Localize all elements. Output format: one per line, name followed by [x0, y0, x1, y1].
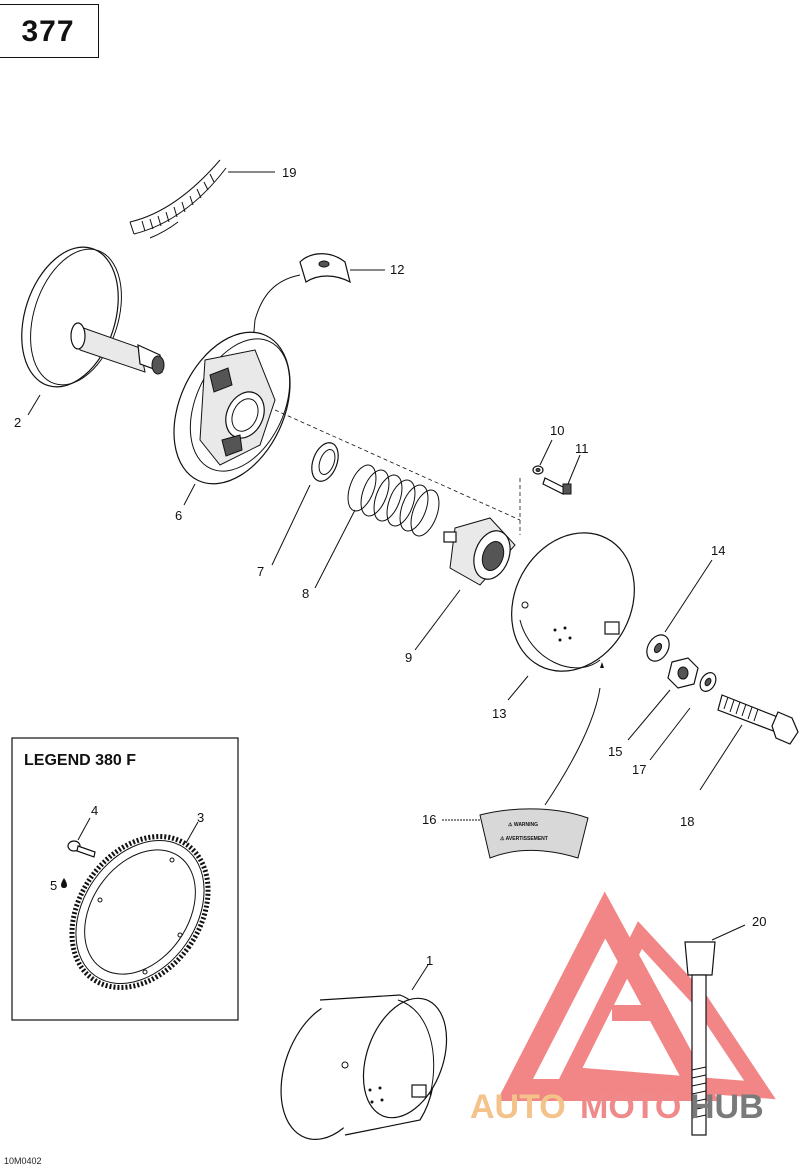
- part-20-puller-bolt: [684, 924, 746, 1136]
- svg-text:HUB: HUB: [690, 1088, 764, 1126]
- part-3-ring-gear: [69, 821, 211, 990]
- page-number: 377: [21, 15, 75, 48]
- callout-1: 1: [426, 953, 433, 968]
- part-13-cover: [507, 532, 635, 701]
- callout-5: 5: [50, 878, 57, 893]
- callout-4: 4: [91, 803, 98, 818]
- part-15-nut: [627, 657, 699, 741]
- assembly-axis-line: [274, 409, 521, 521]
- callout-9: 9: [405, 650, 412, 665]
- callout-11: 11: [575, 441, 589, 456]
- callout-6: 6: [175, 508, 182, 523]
- part-9-cam: [414, 517, 516, 651]
- svg-text:AUTO: AUTO: [470, 1088, 566, 1126]
- svg-text:⚠ AVERTISSEMENT: ⚠ AVERTISSEMENT: [500, 836, 548, 842]
- callout-8: 8: [302, 586, 309, 601]
- legend-380f-box: LEGEND 380 F: [11, 737, 239, 1021]
- svg-text:⚠ WARNING: ⚠ WARNING: [508, 822, 538, 828]
- part-19-drive-belt: [129, 159, 275, 239]
- part-16-warning-label: ⚠ WARNING ⚠ AVERTISSEMENT: [442, 687, 601, 859]
- page-number-box: 377: [0, 4, 99, 58]
- callout-17: 17: [632, 762, 646, 777]
- callout-3: 3: [197, 810, 204, 825]
- svg-text:MOTO: MOTO: [580, 1088, 681, 1126]
- part-10-washer: [532, 439, 553, 475]
- drawing-reference: 10M0402: [4, 1156, 42, 1166]
- legend-title: LEGEND 380 F: [24, 752, 136, 769]
- callout-19: 19: [282, 165, 296, 180]
- callout-18: 18: [680, 814, 694, 829]
- part-2-fixed-sheave: [21, 246, 165, 416]
- part-17-washer: [649, 672, 717, 761]
- callout-14: 14: [711, 543, 725, 558]
- part-7-ring: [271, 442, 339, 566]
- callout-2: 2: [14, 415, 21, 430]
- callout-20: 20: [752, 914, 766, 929]
- part-14-washer: [646, 559, 713, 662]
- part-4-screw: [67, 817, 96, 858]
- callout-7: 7: [257, 564, 264, 579]
- part-12-slider-shoe: [249, 253, 385, 376]
- watermark-text: AUTO MOTO HUB: [470, 1088, 764, 1126]
- part-18-bolt: [699, 694, 799, 791]
- loctite-drop-icon: [61, 878, 67, 888]
- callout-16: 16: [422, 812, 436, 827]
- watermark-logo: [496, 891, 776, 1101]
- callout-10: 10: [550, 423, 564, 438]
- callout-labels: 1 2 3 4 5 6 7 8 9 10 11 12 13 14 15 16 1…: [14, 165, 766, 968]
- part-11-screw: [542, 454, 581, 495]
- callout-15: 15: [608, 744, 622, 759]
- part-6-sliding-sheave: [173, 331, 291, 506]
- callout-13: 13: [492, 706, 506, 721]
- part-1-drive-pulley-assembly: [280, 964, 448, 1140]
- part-8-spring: [314, 464, 440, 589]
- callout-12: 12: [390, 262, 404, 277]
